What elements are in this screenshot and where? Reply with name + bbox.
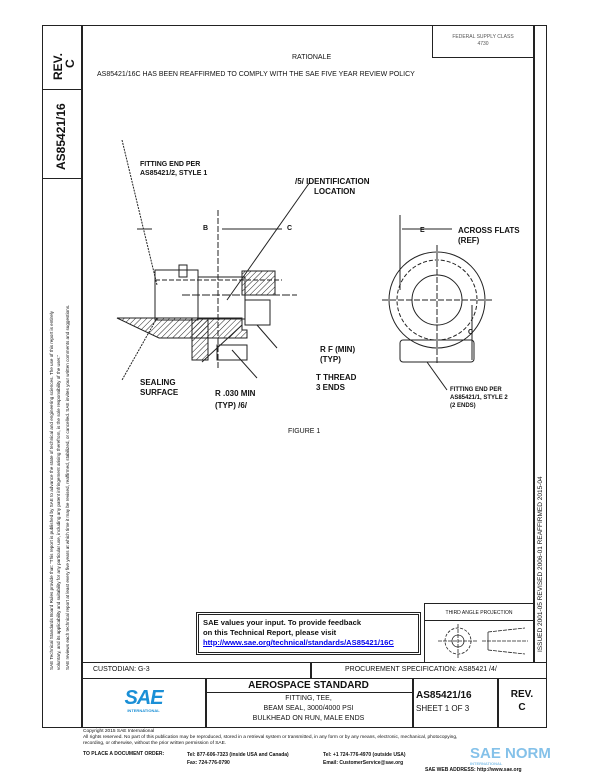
figure-drawing [116,140,492,391]
custodian: CUSTODIAN: G-3 [93,666,150,673]
projection-box [424,603,534,663]
rationale-title: RATIONALE [292,54,332,61]
label-dim-c: C [287,225,293,232]
side-doc-box [42,89,82,179]
order-tel-us: Tel: 877-606-7323 (inside USA and Canada… [187,752,289,766]
side-doc-number: AS85421/16 [54,103,68,170]
side-rev: REV.C [51,53,77,80]
rationale-text: AS85421/16C HAS BEEN REAFFIRMED TO COMPL… [97,71,415,78]
title-doc-number: AS85421/16 [416,690,472,701]
figure-caption: FIGURE 1 [288,428,321,435]
custodian-divider [310,662,312,679]
sae-logo: SAE INTERNATIONAL [124,687,163,713]
title-block [81,678,547,728]
label-rf: R F (MIN)(TYP) [320,345,356,364]
title-divider-2 [412,678,414,728]
fsc-box [432,25,534,58]
side-disclaimer-1: SAE Technical Standards Board Rules prov… [49,311,54,670]
projection-title: THIRD ANGLE PROJECTION [445,610,513,616]
left-column-divider [81,25,83,728]
web-address[interactable]: SAE WEB ADDRESS: http://www.sae.org [425,767,522,773]
feedback-box: SAE values your input. To provide feedba… [196,612,421,655]
side-disclaimer-2: voluntary, and its applicability and sui… [56,354,61,670]
revision-dates: ISSUED 2001-05 REVISED 2006-01 REAFFIRME… [537,476,544,652]
title-rev: REV.C [510,689,534,713]
label-radius: R .030 MIN(TYP) /6/ [215,389,256,410]
third-angle-projection-icon [438,624,528,658]
order-tel-intl: Tel: +1 724-776-4970 (outside USA)Email:… [323,752,406,766]
title-divider-1 [205,678,207,728]
title-divider-h [205,692,412,693]
projection-divider [424,620,534,621]
procurement-spec: PROCUREMENT SPECIFICATION: AS85421 /4/ [345,666,497,673]
label-dim-c2: C [468,329,474,336]
title-heading: AEROSPACE STANDARD [248,680,369,691]
right-column-divider [533,25,535,662]
order-label: TO PLACE A DOCUMENT ORDER: [83,751,165,757]
label-across-flats: ACROSS FLATS(REF) [458,226,520,245]
title-sheet: SHEET 1 OF 3 [416,704,470,713]
label-dim-b: B [203,225,209,232]
side-disclaimer-3: SAE reviews each technical report at lea… [65,304,70,670]
feedback-link[interactable]: http://www.sae.org/technical/standards/A… [203,638,394,647]
leader-line [121,140,158,286]
title-divider-3 [497,678,499,728]
sae-norm-watermark: SAE NORM INTERNATIONAL [470,745,551,766]
label-dim-e: E [420,227,425,234]
footer: Copyright 2015 SAE International All rig… [83,729,458,746]
